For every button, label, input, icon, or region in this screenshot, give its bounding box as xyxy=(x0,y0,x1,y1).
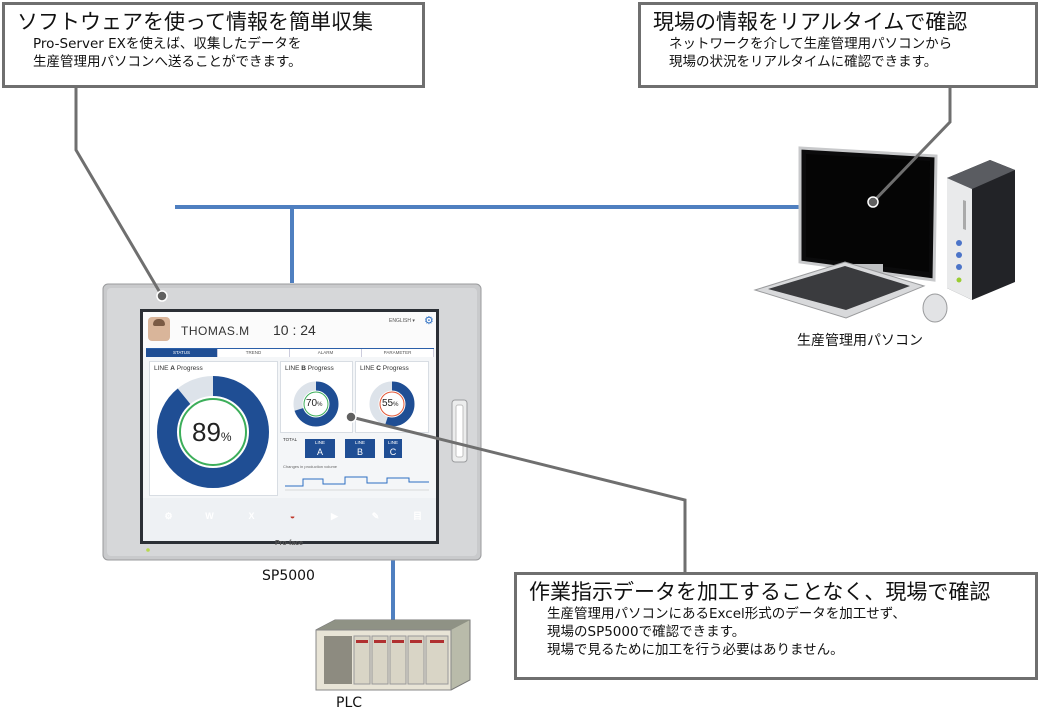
settings-app-icon[interactable]: ⚙ xyxy=(164,511,173,521)
callout-noprocess: 作業指示データを加工することなく、現場で確認 生産管理用パソコンにあるExcel… xyxy=(514,572,1038,680)
line-b-gauge xyxy=(293,381,339,427)
plc-device-label: PLC xyxy=(336,695,363,711)
pc-device-label: 生産管理用パソコン xyxy=(797,333,923,349)
hmi-screen: THOMAS.M 10 : 24 ENGLISH ▾ ⚙ STATUS TREN… xyxy=(143,312,436,541)
hmi-tab-bar: STATUS TREND ALARM PARAMETER xyxy=(146,348,434,357)
line-c-title: LINE C Progress xyxy=(360,365,409,372)
callout-realtime-line-2: 現場の状況をリアルタイムに確認できます。 xyxy=(669,54,938,70)
callout-software-title: ソフトウェアを使って情報を簡単収集 xyxy=(17,10,373,34)
hmi-clock: 10 : 24 xyxy=(273,322,316,338)
user-avatar xyxy=(148,317,170,341)
tab-trend[interactable]: TREND xyxy=(218,349,290,357)
callout-noprocess-line-3: 現場で見るために加工を行う必要はありません。 xyxy=(547,642,844,658)
plc-device xyxy=(315,619,471,691)
callout-software: ソフトウェアを使って情報を簡単収集 Pro-Server EXを使えば、収集した… xyxy=(2,2,425,88)
hmi-brand-logo: Pro-face xyxy=(275,540,304,547)
word-app-icon[interactable]: W xyxy=(205,511,214,521)
callout-realtime-title: 現場の情報をリアルタイムで確認 xyxy=(653,10,968,34)
callout-software-line-1: Pro-Server EXを使えば、収集したデータを xyxy=(33,36,302,52)
callout-noprocess-line-2: 現場のSP5000で確認できます。 xyxy=(547,624,746,640)
line-c-value: 55% xyxy=(382,398,399,409)
hmi-status-led xyxy=(146,548,150,552)
line-a-panel: LINE A Progress 89% xyxy=(149,361,278,496)
callout-software-line-2: 生産管理用パソコンへ送ることができます。 xyxy=(33,54,302,70)
line-b-panel: LINE B Progress 70% xyxy=(280,361,353,433)
line-c-gauge xyxy=(369,381,415,427)
callout-realtime-line-1: ネットワークを介して生産管理用パソコンから xyxy=(669,36,953,52)
gear-icon[interactable]: ⚙ xyxy=(424,315,434,327)
hmi-user-name: THOMAS.M xyxy=(181,324,250,338)
production-chart-caption: Changes in production volume xyxy=(283,464,338,469)
app-launcher-bar: ⚙ W X ◒ ▶ ✎ 目 xyxy=(143,498,436,541)
tab-status[interactable]: STATUS xyxy=(146,349,218,357)
callout-noprocess-line-1: 生産管理用パソコンにあるExcel形式のデータを加工せず、 xyxy=(547,606,906,622)
line-a-title: LINE A Progress xyxy=(154,365,203,372)
line-c-panel: LINE C Progress 55% xyxy=(355,361,429,433)
line-a-value: 89% xyxy=(192,417,232,447)
production-volume-chart xyxy=(285,476,429,491)
mouse xyxy=(922,293,948,323)
callout-realtime: 現場の情報をリアルタイムで確認 ネットワークを介して生産管理用パソコンから 現場… xyxy=(638,2,1038,88)
total-label: TOTAL xyxy=(283,437,298,442)
language-select[interactable]: ENGLISH ▾ xyxy=(389,318,415,324)
pc-device xyxy=(753,146,1015,323)
book-app-icon[interactable]: 目 xyxy=(412,511,422,521)
tab-parameter[interactable]: PARAMETER xyxy=(362,349,434,357)
pen-app-icon[interactable]: ✎ xyxy=(371,511,380,521)
excel-app-icon[interactable]: X xyxy=(248,511,255,521)
line-a-gauge xyxy=(157,376,269,488)
play-app-icon[interactable]: ▶ xyxy=(331,511,338,521)
hmi-device-label: SP5000 xyxy=(262,568,315,584)
paint-app-icon[interactable]: ◒ xyxy=(289,511,296,521)
hmi-header: THOMAS.M 10 : 24 ENGLISH ▾ ⚙ xyxy=(143,312,436,348)
tab-alarm[interactable]: ALARM xyxy=(290,349,362,357)
line-b-title: LINE B Progress xyxy=(285,365,334,372)
callout-noprocess-title: 作業指示データを加工することなく、現場で確認 xyxy=(529,580,991,604)
line-b-value: 70% xyxy=(306,398,323,409)
